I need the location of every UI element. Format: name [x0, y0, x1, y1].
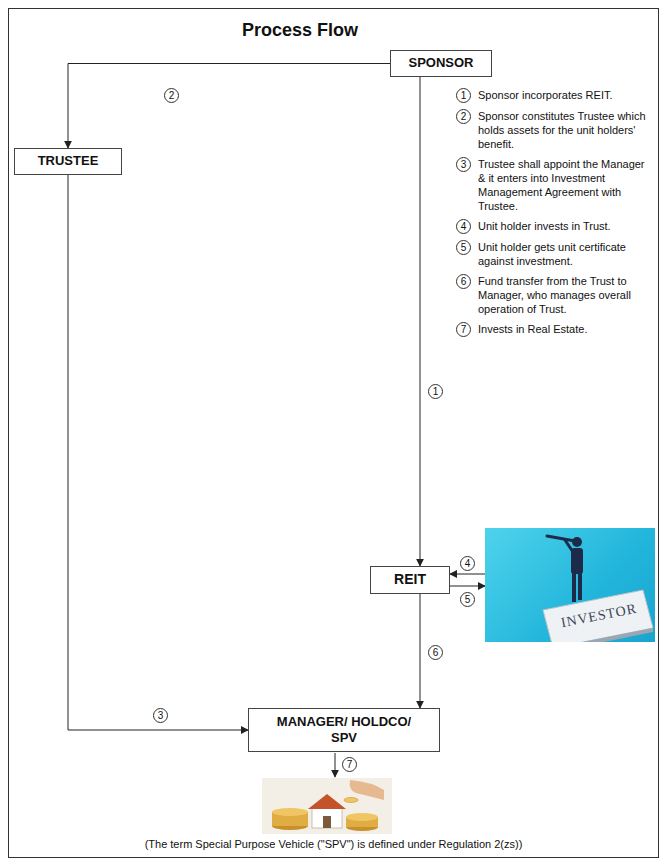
step-item: 2 Sponsor constitutes Trustee which holds…: [456, 109, 656, 151]
process-box: MANAGER/ HOLDCO/ SPV: [248, 708, 440, 752]
callout-number: 5: [460, 592, 475, 607]
box-label: TRUSTEE: [38, 153, 99, 169]
flow-arrow: [420, 77, 421, 566]
callout-number: 1: [456, 88, 471, 103]
step-text: Unit holder invests in Trust.: [478, 219, 654, 233]
house-roof: [308, 794, 346, 809]
frame-border: [9, 9, 659, 858]
investor-picture: INVESTOR: [485, 528, 655, 642]
man-figure: [547, 536, 583, 602]
step-item: 7 Invests in Real Estate.: [456, 322, 656, 337]
box-label: REIT: [394, 571, 426, 589]
step-list: 1 Sponsor incorporates REIT. 2 Sponsor cons…: [456, 88, 656, 343]
hand: [350, 780, 384, 800]
step-text: Unit holder gets unit certificate agains…: [478, 240, 654, 268]
flow-arrow: [450, 574, 485, 575]
callout-number: 4: [460, 556, 475, 571]
flow-arrow: [450, 586, 485, 587]
box-label: SPONSOR: [408, 55, 473, 71]
house-wall: [312, 808, 342, 828]
box-label: MANAGER/ HOLDCO/ SPV: [274, 714, 414, 747]
callout-number: 6: [428, 645, 443, 660]
coin: [344, 798, 358, 803]
step-item: 6 Fund transfer from the Trust to Manager…: [456, 274, 656, 316]
step-text: Fund transfer from the Trust to Manager,…: [478, 274, 654, 316]
callout-number: 4: [456, 219, 471, 234]
callout-number: 5: [456, 240, 471, 255]
callout-number: 6: [456, 274, 471, 289]
flow-arrow: [68, 64, 390, 149]
money-house-illustration: [262, 778, 392, 834]
invest-arrow: [335, 753, 336, 777]
callout-number: 2: [456, 109, 471, 124]
flow-arrow: [68, 175, 248, 730]
step-item: 3 Trustee shall appoint the Manager & it …: [456, 157, 656, 213]
coin: [272, 808, 308, 816]
step-text: Trustee shall appoint the Manager & it e…: [478, 157, 654, 213]
picture-ground: [262, 778, 392, 834]
step-text: Sponsor incorporates REIT.: [478, 88, 654, 102]
step-item: 4 Unit holder invests in Trust.: [456, 219, 656, 234]
callout-number: 3: [456, 157, 471, 172]
process-box: TRUSTEE: [14, 148, 122, 175]
coin: [346, 813, 378, 821]
callout-number: 7: [342, 757, 357, 772]
step-text: Invests in Real Estate.: [478, 322, 654, 336]
callout-number: 2: [164, 88, 179, 103]
callout-number: 3: [153, 708, 168, 723]
process-box: REIT: [370, 566, 450, 594]
callout-number: 7: [456, 322, 471, 337]
diagram-title: Process Flow: [180, 20, 420, 41]
step-text: Sponsor constitutes Trustee which holds …: [478, 109, 654, 151]
process-box: SPONSOR: [390, 50, 492, 77]
house-door: [323, 816, 331, 828]
flow-arrow: [420, 594, 421, 708]
step-item: 5 Unit holder gets unit certificate again…: [456, 240, 656, 268]
callout-number: 1: [428, 384, 443, 399]
figure-caption: (The term Special Purpose Vehicle ("SPV"…: [8, 838, 659, 850]
step-item: 1 Sponsor incorporates REIT.: [456, 88, 656, 103]
